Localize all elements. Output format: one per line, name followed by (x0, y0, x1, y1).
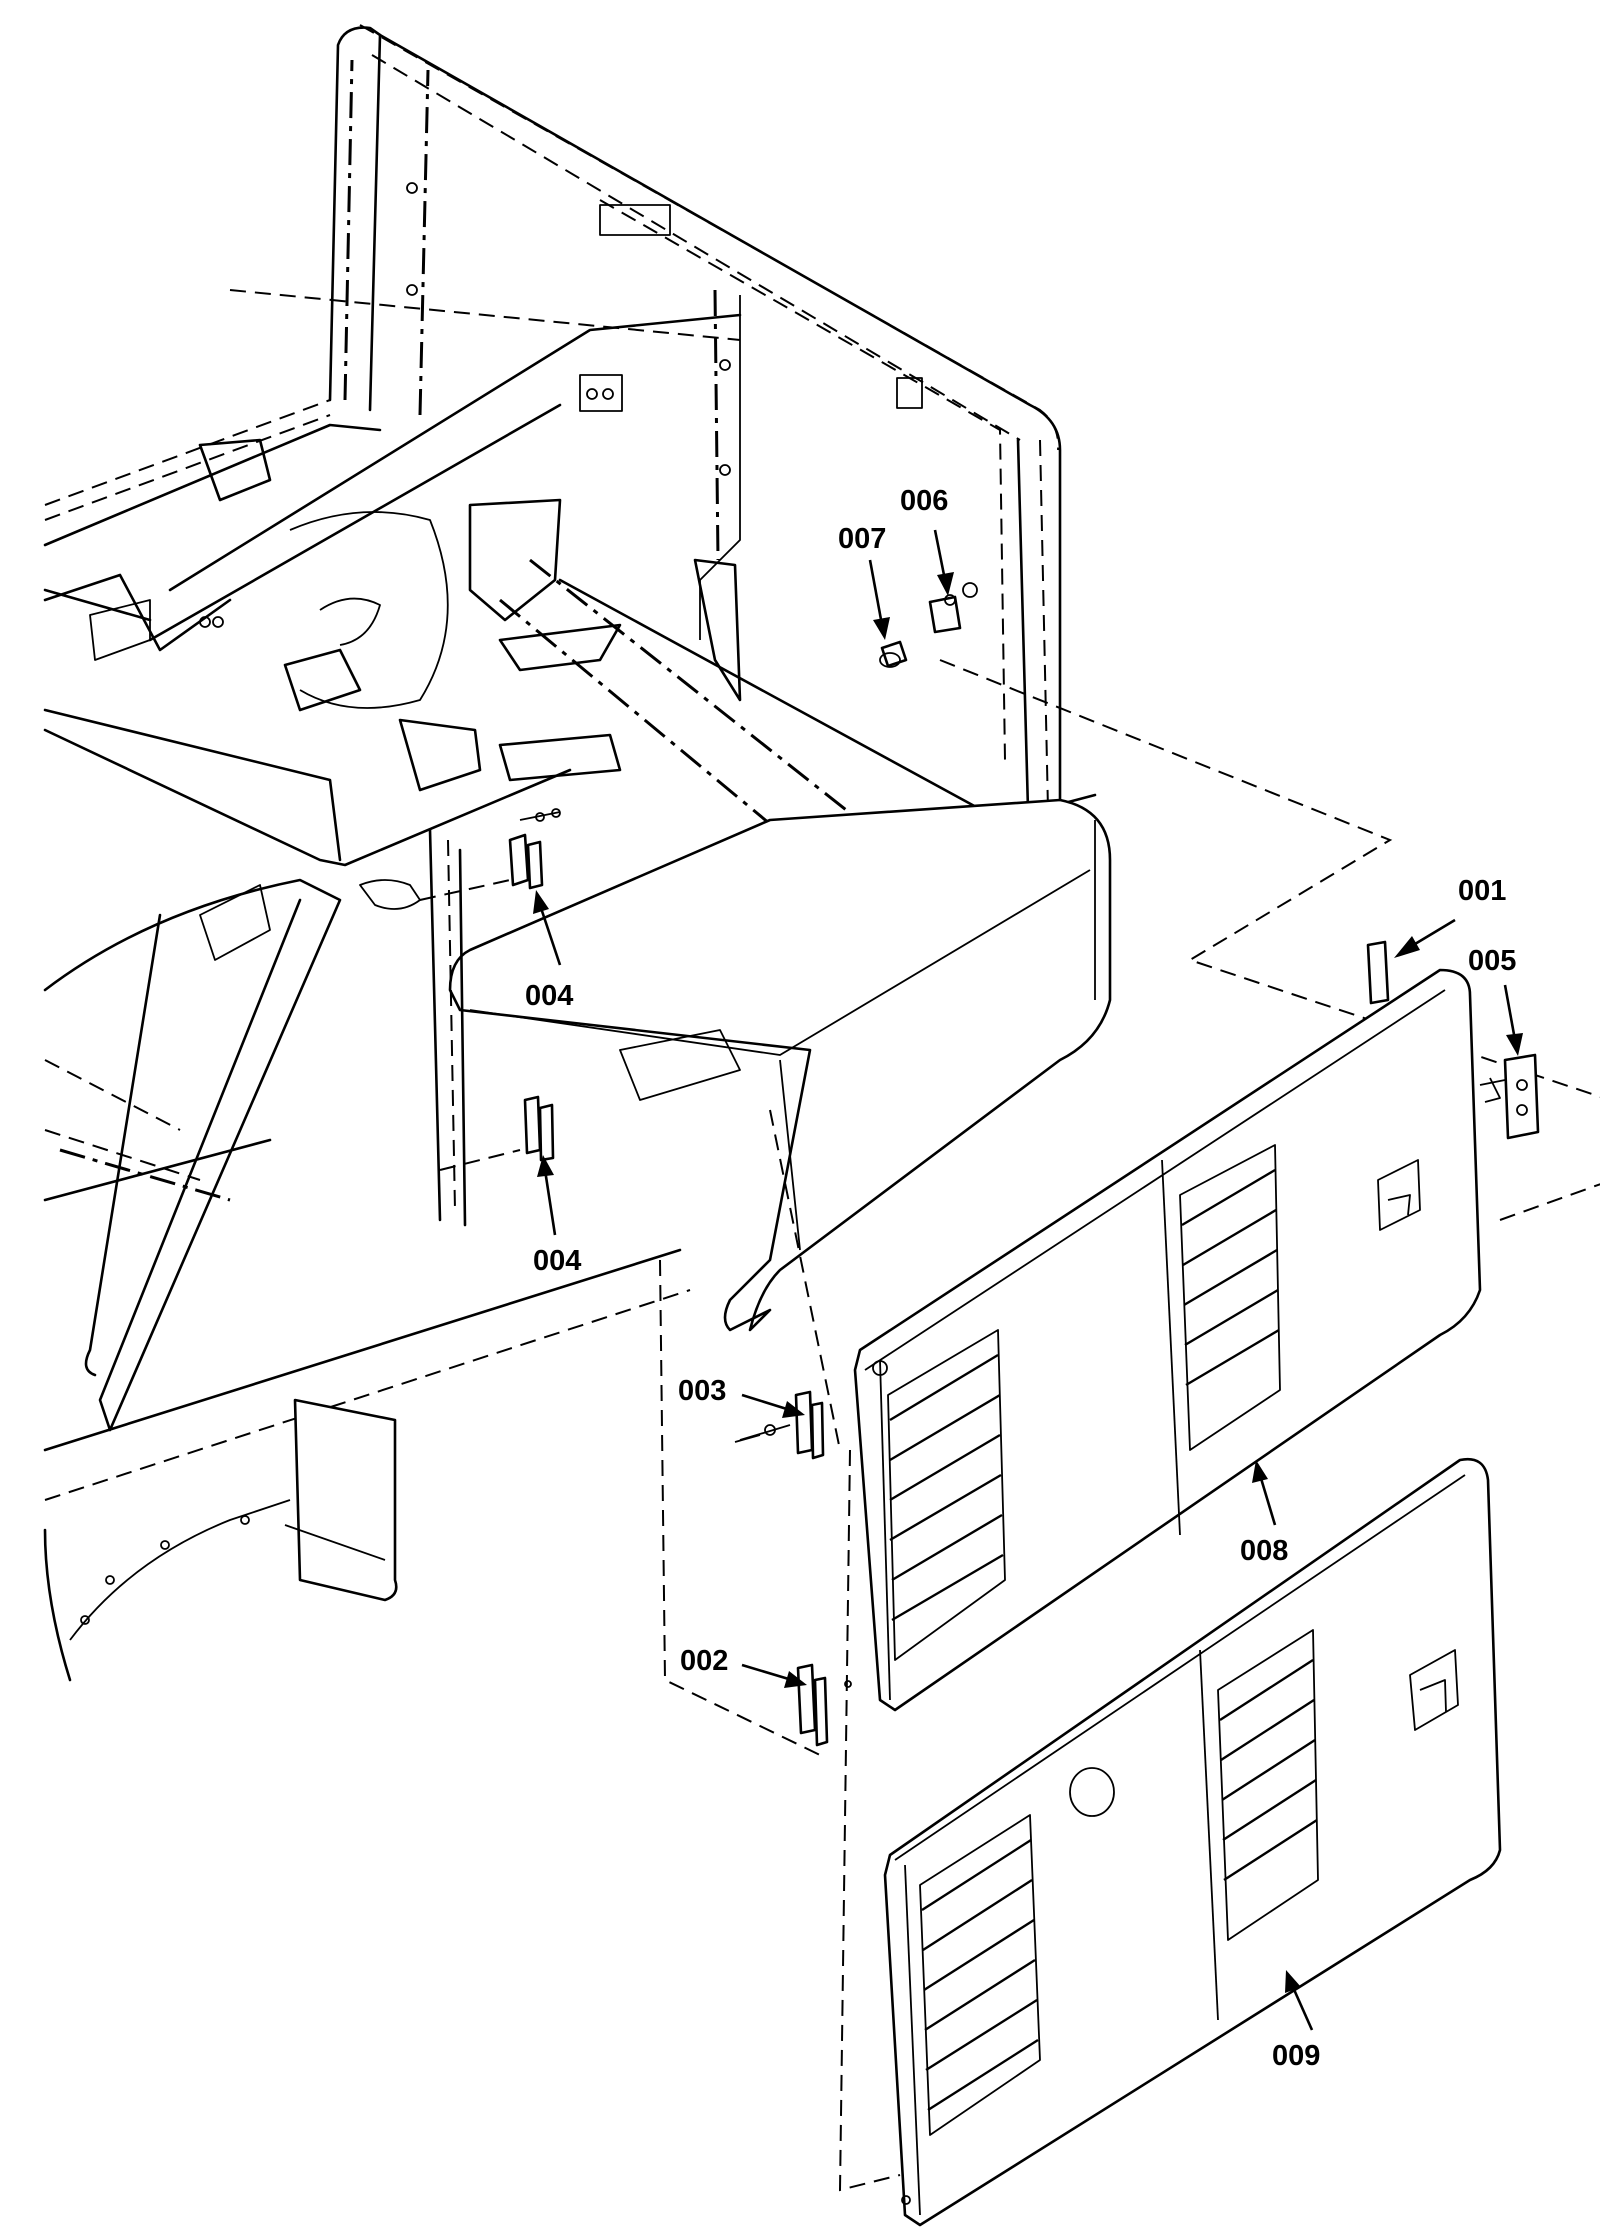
callout-003: 003 (678, 1375, 726, 1407)
callout-arrows (533, 529, 1523, 2031)
callout-009: 009 (1272, 2040, 1320, 2072)
callout-labels: 001 002 003 004 004 005 006 007 008 009 (525, 485, 1516, 2072)
callout-004-upper: 004 (525, 980, 573, 1012)
chassis-frame (43, 289, 1112, 1682)
upper-left-louvers (889, 1353, 1004, 1622)
lower-left-louvers (921, 1838, 1039, 2112)
lower-grille-panel (883, 1457, 1502, 2227)
callout-005: 005 (1468, 945, 1516, 977)
upper-grille-panel (853, 968, 1482, 1712)
callout-007: 007 (838, 523, 886, 555)
callout-004-lower: 004 (533, 1245, 581, 1277)
hinge-parts (508, 582, 1540, 1747)
lower-right-louvers (1219, 1658, 1318, 1882)
rops-frame (328, 24, 1062, 812)
callout-006: 006 (900, 485, 948, 517)
upper-right-louvers (1181, 1168, 1280, 1387)
callout-002: 002 (680, 1645, 728, 1677)
callout-001: 001 (1458, 875, 1506, 907)
callout-008: 008 (1240, 1535, 1288, 1567)
